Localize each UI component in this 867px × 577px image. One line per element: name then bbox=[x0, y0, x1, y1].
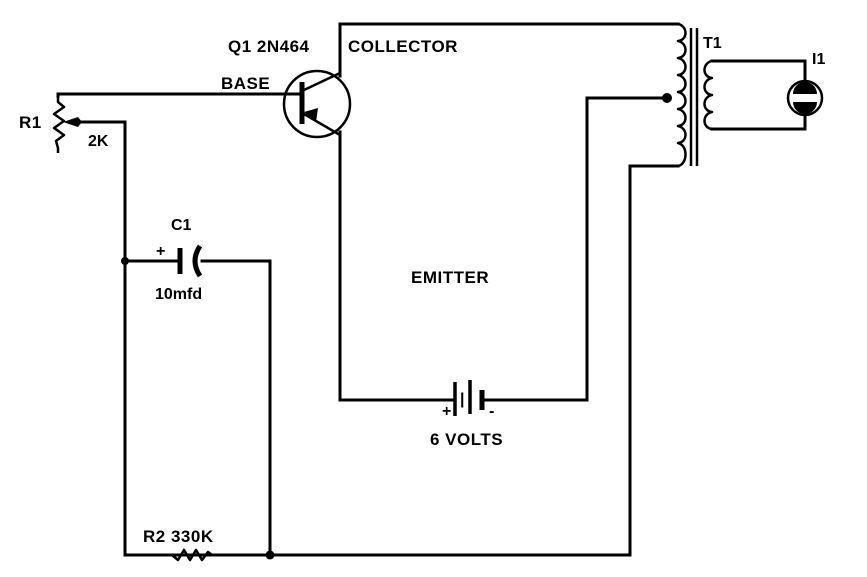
transistor-label: Q1 2N464 bbox=[228, 37, 310, 56]
transistor-envelope-icon bbox=[282, 69, 352, 139]
potentiometer-r1 bbox=[52, 96, 82, 153]
wire-emitter-to-battery bbox=[338, 133, 454, 402]
lamp-label: I1 bbox=[812, 51, 825, 68]
r1-zigzag-icon bbox=[52, 96, 66, 153]
battery-value-label: 6 VOLTS bbox=[430, 430, 503, 449]
junction-c1-left bbox=[121, 257, 129, 265]
wires bbox=[56, 22, 807, 557]
wire-r1-to-base bbox=[56, 92, 301, 98]
junction-transformer-tap bbox=[662, 93, 672, 103]
r2-label: R2 330K bbox=[143, 527, 214, 546]
wire-c1-right bbox=[200, 259, 272, 557]
r2-zigzag-icon bbox=[171, 548, 213, 562]
r1-wiper-arrow-icon bbox=[63, 117, 82, 127]
battery-6v bbox=[453, 380, 485, 416]
wire-lamp-return bbox=[710, 111, 807, 131]
lamp-envelope-icon bbox=[786, 79, 824, 117]
wire-bottom-rail bbox=[208, 164, 680, 557]
r1-name-label: R1 bbox=[19, 113, 42, 132]
neon-lamp-i1 bbox=[786, 79, 824, 117]
emitter-label: EMITTER bbox=[411, 268, 489, 287]
transformer-primary-winding-icon bbox=[676, 22, 687, 168]
c1-value-label: 10mfd bbox=[155, 286, 202, 303]
junction-r2-node bbox=[265, 550, 275, 560]
base-label: BASE bbox=[221, 74, 270, 93]
transformer-secondary-winding-icon bbox=[703, 59, 714, 131]
transformer-t1 bbox=[676, 22, 714, 168]
wire-battery-to-tap bbox=[482, 96, 668, 402]
transistor-emitter-arrow-icon bbox=[304, 108, 318, 122]
collector-label: COLLECTOR bbox=[348, 37, 458, 56]
r1-value-label: 2K bbox=[88, 133, 109, 150]
transformer-label: T1 bbox=[703, 35, 722, 52]
transistor-collector-lead bbox=[303, 71, 341, 92]
capacitor-c1 bbox=[177, 244, 203, 278]
battery-plus-label: + bbox=[442, 403, 451, 420]
wire-secondary-to-lamp bbox=[710, 59, 807, 86]
c1-polarity-label: + bbox=[156, 243, 165, 260]
lamp-electrode-bottom bbox=[793, 102, 817, 114]
lamp-electrode-top bbox=[793, 82, 817, 94]
transistor-q1 bbox=[282, 68, 352, 142]
c1-name-label: C1 bbox=[171, 217, 192, 234]
transistor-emitter-lead bbox=[303, 112, 341, 137]
battery-cell-marker: | bbox=[460, 391, 464, 408]
battery-minus-label: - bbox=[489, 403, 494, 420]
c1-plate-curved bbox=[192, 244, 203, 278]
wire-collector-to-transformer bbox=[338, 22, 680, 75]
wire-r1-wiper bbox=[74, 120, 264, 557]
